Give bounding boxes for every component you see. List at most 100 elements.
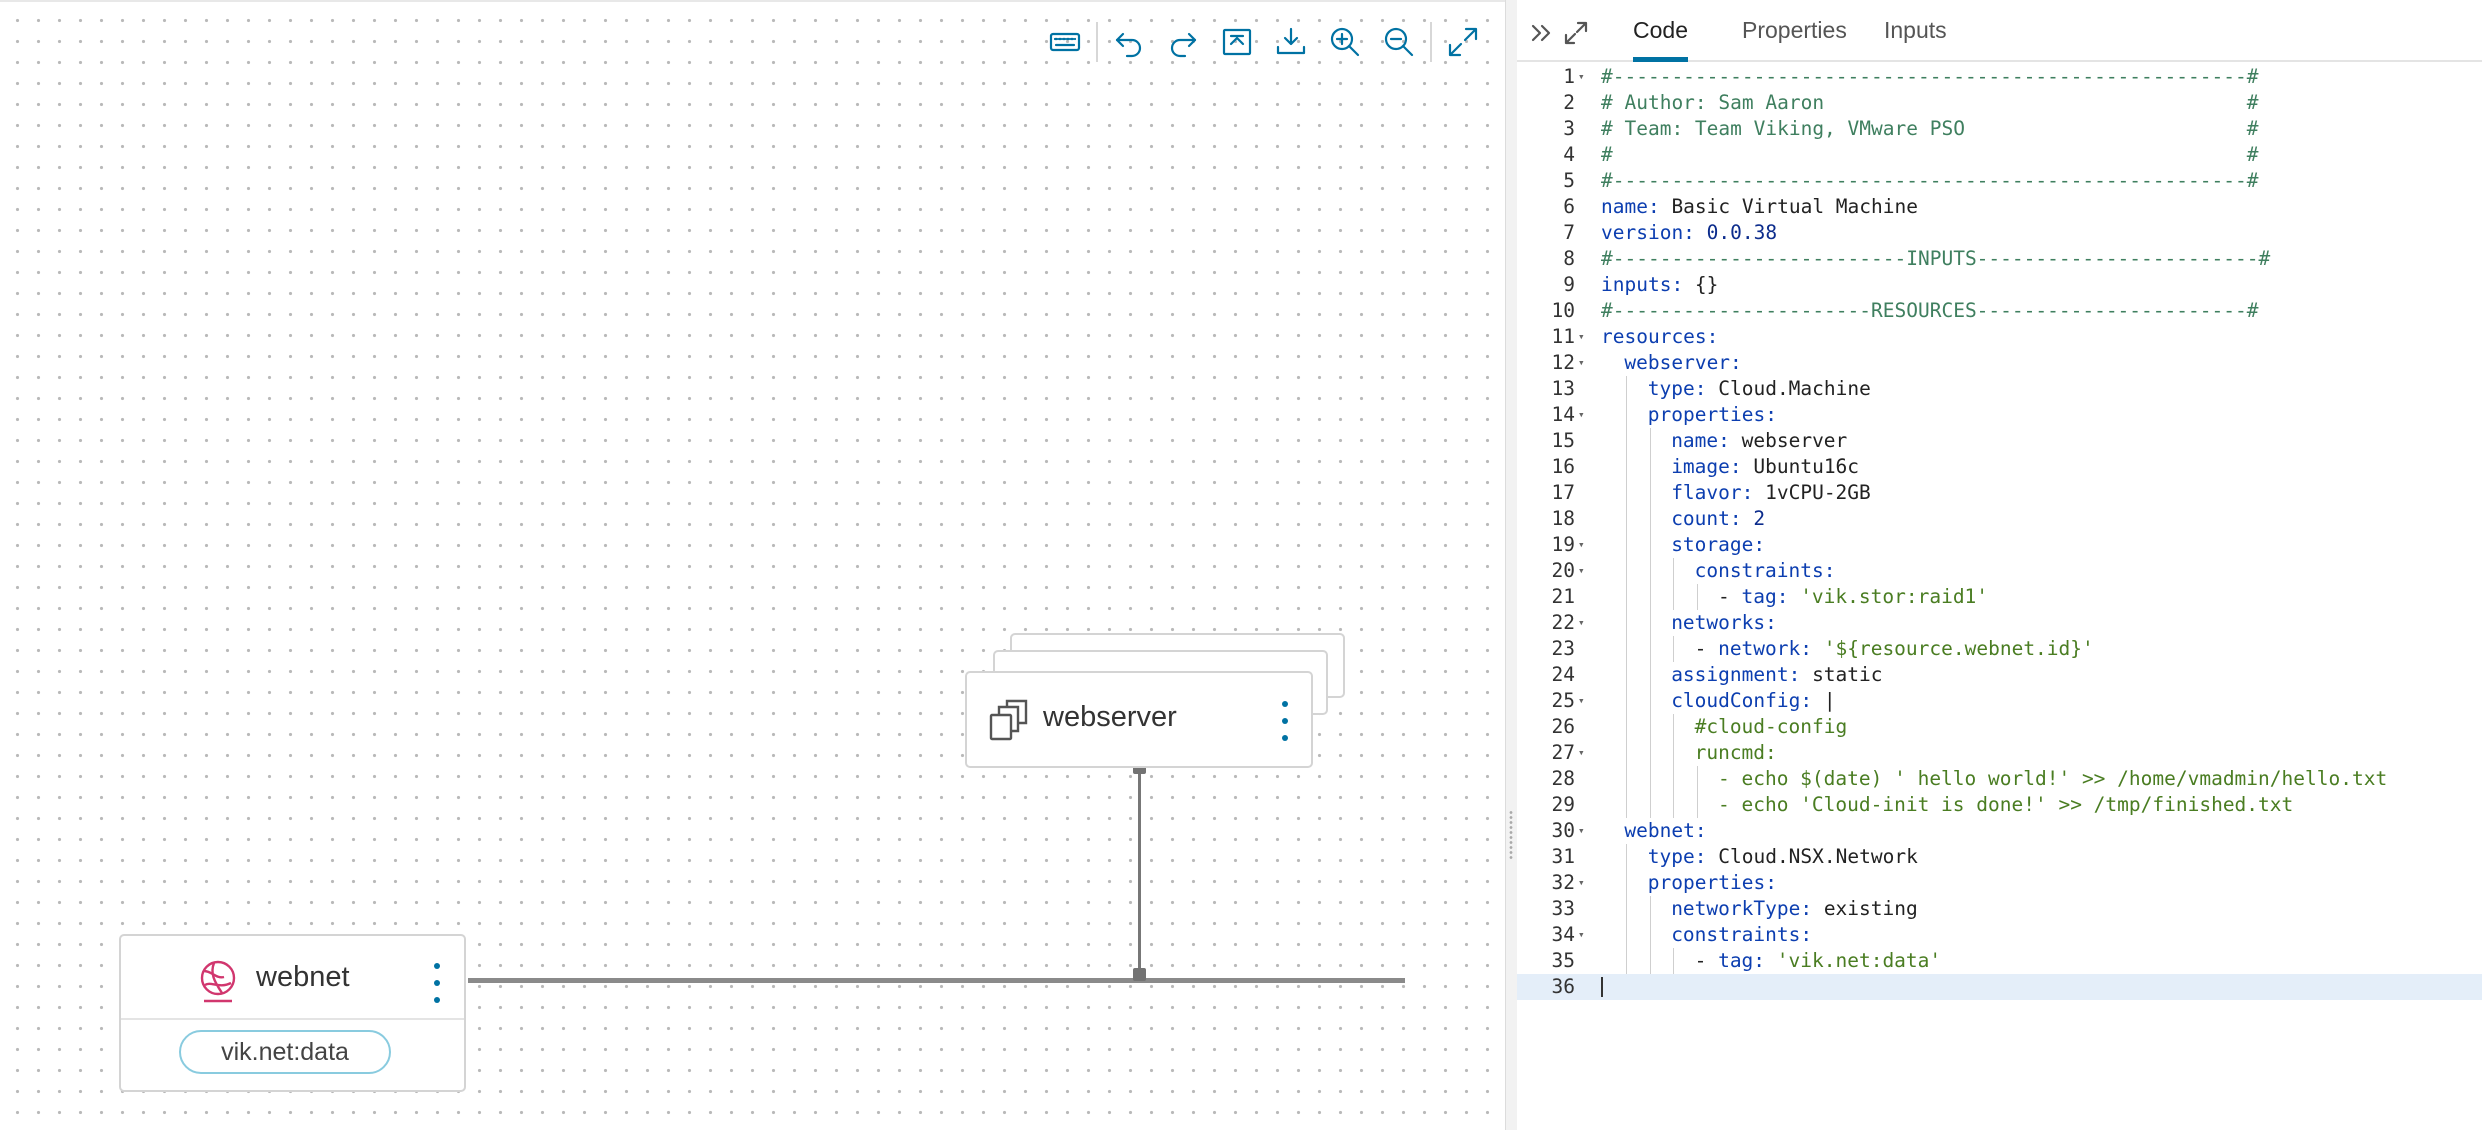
- expand-panel-icon[interactable]: [1561, 18, 1591, 48]
- fold-caret-icon[interactable]: ▾: [1578, 70, 1585, 83]
- indent-guide: [1626, 792, 1628, 818]
- webnet-node[interactable]: webnet vik.net:data: [119, 934, 466, 1092]
- connection-wire[interactable]: [1138, 767, 1141, 979]
- code-line[interactable]: 35- tag: 'vik.net:data': [1517, 948, 2482, 974]
- line-number: 31: [1551, 845, 1575, 868]
- fit-to-page-icon[interactable]: [1210, 20, 1264, 64]
- network-tag-pill[interactable]: vik.net:data: [179, 1030, 391, 1074]
- line-number: 21: [1551, 585, 1575, 608]
- code-line[interactable]: 28- echo $(date) ' hello world!' >> /hom…: [1517, 766, 2482, 792]
- code-token: 0.0.38: [1694, 221, 1778, 244]
- fold-caret-icon[interactable]: ▾: [1578, 928, 1585, 941]
- zoom-in-icon[interactable]: [1318, 20, 1372, 64]
- panel-splitter[interactable]: [1505, 0, 1517, 1130]
- collapse-panel-icon[interactable]: [1527, 18, 1557, 48]
- line-number: 28: [1551, 767, 1575, 790]
- tab-properties[interactable]: Properties: [1742, 16, 1847, 43]
- line-number: 10: [1551, 299, 1575, 322]
- code-token: static: [1800, 663, 1883, 686]
- fold-caret-icon[interactable]: ▾: [1578, 538, 1585, 551]
- connector-bottom[interactable]: [1133, 968, 1146, 981]
- redo-icon[interactable]: [1156, 20, 1210, 64]
- code-line[interactable]: 30▾webnet:: [1517, 818, 2482, 844]
- code-line[interactable]: 4# #: [1517, 142, 2482, 168]
- tab-inputs[interactable]: Inputs: [1884, 16, 1947, 43]
- zoom-out-icon[interactable]: [1372, 20, 1426, 64]
- code-token: # Author: Sam Aaron #: [1601, 91, 2259, 114]
- code-token: networkType:: [1671, 897, 1813, 920]
- code-line[interactable]: 29- echo 'Cloud-init is done!' >> /tmp/f…: [1517, 792, 2482, 818]
- fold-caret-icon[interactable]: ▾: [1578, 616, 1585, 629]
- undo-icon[interactable]: [1102, 20, 1156, 64]
- design-canvas[interactable]: webserver webnet vik.net:data: [0, 0, 1505, 1130]
- indent-guide: [1626, 506, 1628, 532]
- webserver-node-menu[interactable]: [1278, 701, 1292, 741]
- code-token: tag:: [1718, 949, 1766, 972]
- fold-caret-icon[interactable]: ▾: [1578, 356, 1585, 369]
- splitter-grip[interactable]: [1509, 810, 1513, 860]
- code-token: #---------------------------------------…: [1601, 169, 2259, 192]
- code-line[interactable]: 23- network: '${resource.webnet.id}': [1517, 636, 2482, 662]
- code-editor[interactable]: 1▾#-------------------------------------…: [1517, 62, 2482, 1130]
- indent-guide: [1626, 662, 1628, 688]
- code-line[interactable]: 1▾#-------------------------------------…: [1517, 64, 2482, 90]
- tab-code[interactable]: Code: [1633, 0, 1688, 62]
- indent-guide: [1649, 610, 1651, 636]
- code-line[interactable]: 3# Team: Team Viking, VMware PSO #: [1517, 116, 2482, 142]
- line-number: 29: [1551, 793, 1575, 816]
- fullscreen-icon[interactable]: [1436, 20, 1490, 64]
- code-line[interactable]: 20▾constraints:: [1517, 558, 2482, 584]
- webserver-node[interactable]: webserver: [965, 671, 1313, 768]
- code-token: networks:: [1671, 611, 1777, 634]
- code-token: 'vik.stor:raid1': [1788, 585, 1989, 608]
- code-text: resources:: [1601, 324, 1718, 350]
- code-line[interactable]: 34▾constraints:: [1517, 922, 2482, 948]
- machine-cluster-icon: [989, 698, 1029, 744]
- indent-guide: [1673, 636, 1675, 662]
- fold-caret-icon[interactable]: ▾: [1578, 694, 1585, 707]
- indent-guide: [1649, 662, 1651, 688]
- code-line[interactable]: 2# Author: Sam Aaron #: [1517, 90, 2482, 116]
- indent-guide: [1626, 922, 1628, 948]
- code-line[interactable]: 32▾properties:: [1517, 870, 2482, 896]
- indent-guide: [1649, 428, 1651, 454]
- code-line[interactable]: 14▾properties:: [1517, 402, 2482, 428]
- code-line[interactable]: 25▾cloudConfig: |: [1517, 688, 2482, 714]
- code-line[interactable]: 19▾storage:: [1517, 532, 2482, 558]
- fold-caret-icon[interactable]: ▾: [1578, 564, 1585, 577]
- code-token: resources:: [1601, 325, 1719, 348]
- code-text: #---------------------------------------…: [1601, 168, 2258, 194]
- code-line[interactable]: 10#----------------------RESOURCES------…: [1517, 298, 2482, 324]
- code-token: version:: [1601, 221, 1695, 244]
- code-line[interactable]: 5#--------------------------------------…: [1517, 168, 2482, 194]
- fold-caret-icon[interactable]: ▾: [1578, 876, 1585, 889]
- webnet-node-menu[interactable]: [430, 963, 444, 1003]
- indent-guide: [1649, 506, 1651, 532]
- fold-caret-icon[interactable]: ▾: [1578, 408, 1585, 421]
- code-line[interactable]: 36: [1517, 974, 2482, 1000]
- keyboard-icon[interactable]: [1038, 20, 1092, 64]
- code-line[interactable]: 22▾networks:: [1517, 610, 2482, 636]
- code-line[interactable]: 12▾webserver:: [1517, 350, 2482, 376]
- fold-caret-icon[interactable]: ▾: [1578, 824, 1585, 837]
- webnet-node-title: webnet: [256, 961, 350, 993]
- fold-caret-icon[interactable]: ▾: [1578, 746, 1585, 759]
- fold-caret-icon[interactable]: ▾: [1578, 330, 1585, 343]
- code-line[interactable]: 27▾runcmd:: [1517, 740, 2482, 766]
- code-line[interactable]: 21- tag: 'vik.stor:raid1': [1517, 584, 2482, 610]
- code-line[interactable]: 11▾resources:: [1517, 324, 2482, 350]
- code-line[interactable]: 8#-------------------------INPUTS-------…: [1517, 246, 2482, 272]
- download-icon[interactable]: [1264, 20, 1318, 64]
- code-line[interactable]: 26#cloud-config: [1517, 714, 2482, 740]
